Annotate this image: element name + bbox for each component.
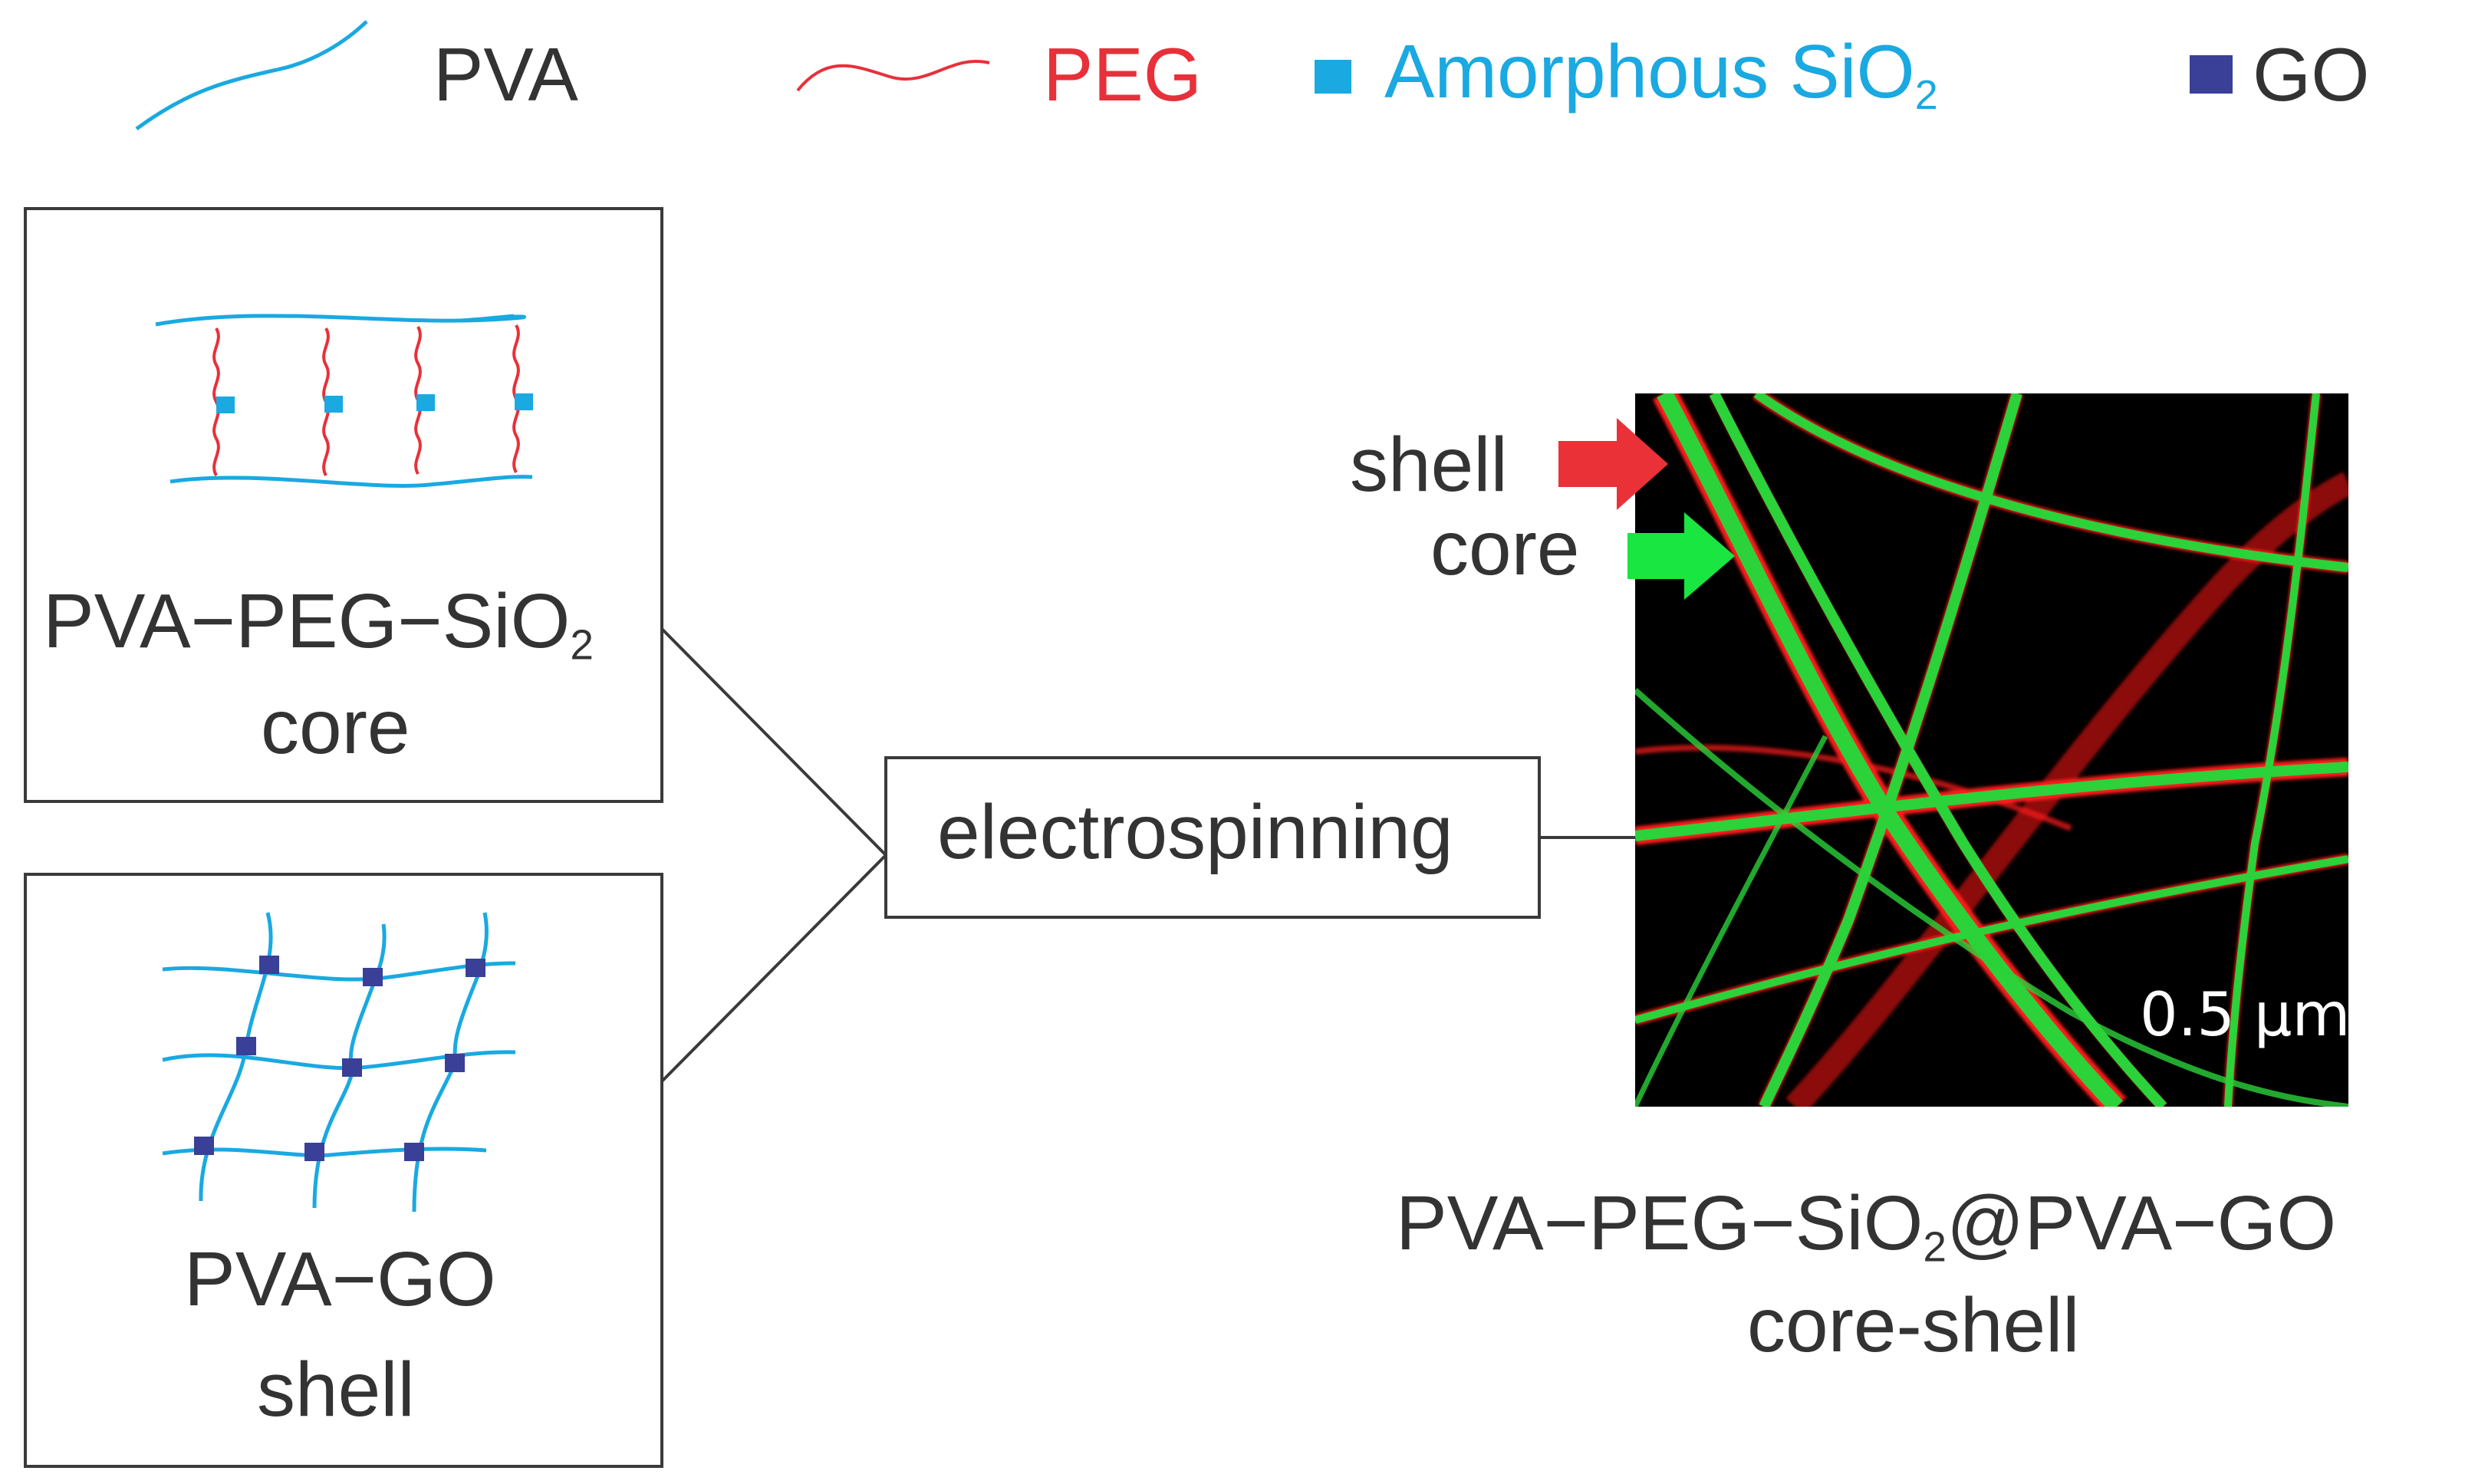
scale-bar-label: 0.5 µm — [2140, 981, 2351, 1050]
peg-legend-label: PEG — [1043, 32, 1202, 117]
product-title-part-a: PVA−PEG−SiO — [1396, 1180, 1924, 1266]
shell-box-title: PVA−GO — [184, 1236, 496, 1322]
core-box — [24, 207, 663, 803]
core-box-title-text: PVA−PEG−SiO — [43, 578, 571, 664]
core-pva-chain-top — [155, 314, 526, 327]
electrospinning-label: electrospinning — [937, 789, 1453, 875]
pva-legend-line — [135, 20, 368, 131]
product-subtitle: core-shell — [1747, 1282, 2080, 1368]
core-sio2-particles — [216, 393, 533, 413]
shell-box — [24, 873, 663, 1468]
micrograph — [1558, 393, 2348, 1107]
core-pva-chain-bottom — [169, 475, 533, 488]
electrospinning-box — [884, 756, 1541, 919]
sio2-legend-label: Amorphous SiO2 — [1384, 34, 1938, 117]
core-box-subtitle: core — [261, 684, 410, 770]
sio2-legend-subscript: 2 — [1914, 72, 1938, 119]
shell-box-subtitle: shell — [257, 1347, 415, 1433]
core-pva-chain-top-tail — [459, 314, 515, 323]
core-box-title: PVA−PEG−SiO2 — [43, 583, 594, 666]
pva-legend-label: PVA — [433, 32, 578, 117]
shell-arrow — [1558, 418, 1668, 510]
core-box-title-subscript: 2 — [570, 620, 594, 669]
product-title-subscript: 2 — [1923, 1222, 1947, 1271]
go-legend-label: GO — [2253, 32, 2370, 117]
sio2-legend-text: Amorphous SiO — [1384, 29, 1915, 114]
core-arrow-label: core — [1430, 505, 1580, 591]
core-peg-links — [212, 324, 520, 476]
core-fibers — [1635, 393, 2348, 1107]
go-legend-square — [2190, 55, 2233, 94]
sio2-legend-square — [1315, 60, 1351, 94]
product-title-part-b: @PVA−GO — [1946, 1180, 2337, 1266]
product-title: PVA−PEG−SiO2@PVA−GO — [1396, 1185, 2336, 1268]
shell-go-sheets — [194, 956, 485, 1161]
core-arrow — [1627, 512, 1735, 600]
peg-legend-line — [796, 60, 990, 92]
shell-arrow-label: shell — [1350, 422, 1508, 508]
